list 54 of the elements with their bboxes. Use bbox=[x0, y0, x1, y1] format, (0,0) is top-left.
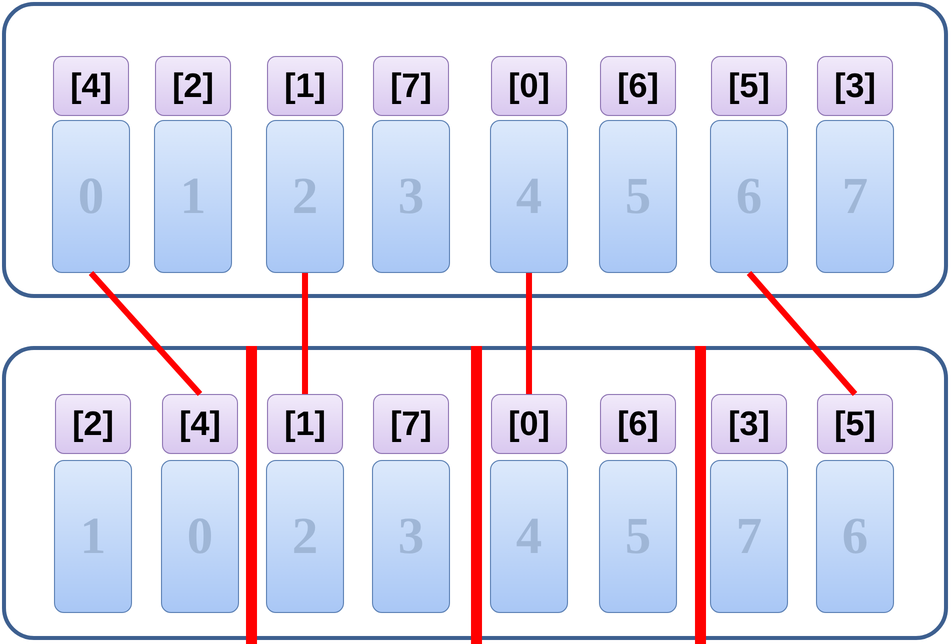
index-tag bbox=[491, 56, 567, 116]
index-label: [5] bbox=[728, 66, 770, 106]
array-cell bbox=[490, 120, 568, 273]
array-cell bbox=[54, 460, 132, 613]
index-tag bbox=[491, 394, 567, 454]
index-label: [3] bbox=[834, 66, 876, 106]
array-cell bbox=[266, 460, 344, 613]
index-label: [6] bbox=[617, 66, 659, 106]
index-tag bbox=[817, 56, 893, 116]
index-label: [0] bbox=[508, 404, 550, 444]
index-tag bbox=[600, 394, 676, 454]
index-tag bbox=[155, 56, 231, 116]
index-label: [7] bbox=[390, 404, 432, 444]
index-tag bbox=[55, 394, 131, 454]
index-tag bbox=[600, 56, 676, 116]
array-cell bbox=[161, 460, 239, 613]
connector-line bbox=[88, 271, 202, 396]
index-tag bbox=[711, 56, 787, 116]
connector-line bbox=[302, 273, 308, 394]
index-tag bbox=[267, 56, 343, 116]
index-tag bbox=[373, 56, 449, 116]
index-label: [5] bbox=[834, 404, 876, 444]
index-label: [2] bbox=[172, 66, 214, 106]
index-tag bbox=[711, 394, 787, 454]
index-tag bbox=[373, 394, 449, 454]
array-cell bbox=[599, 120, 677, 273]
array-panel bbox=[2, 346, 948, 640]
index-tag bbox=[267, 394, 343, 454]
index-label: [3] bbox=[728, 404, 770, 444]
array-cell bbox=[154, 120, 232, 273]
array-cell bbox=[266, 120, 344, 273]
connector-line bbox=[526, 273, 532, 394]
index-label: [0] bbox=[508, 66, 550, 106]
array-cell bbox=[599, 460, 677, 613]
array-cell bbox=[52, 120, 130, 273]
index-tag bbox=[53, 56, 129, 116]
index-label: [4] bbox=[179, 404, 221, 444]
index-label: [4] bbox=[70, 66, 112, 106]
index-label: [6] bbox=[617, 404, 659, 444]
array-panel bbox=[2, 2, 948, 298]
connector-line bbox=[746, 271, 858, 396]
array-cell bbox=[816, 120, 894, 273]
array-cell bbox=[490, 460, 568, 613]
array-cell bbox=[710, 460, 788, 613]
index-label: [7] bbox=[390, 66, 432, 106]
index-tag bbox=[162, 394, 238, 454]
array-cell bbox=[372, 120, 450, 273]
array-cell bbox=[372, 460, 450, 613]
array-cell bbox=[816, 460, 894, 613]
index-label: [1] bbox=[284, 404, 326, 444]
index-label: [2] bbox=[72, 404, 114, 444]
index-tag bbox=[817, 394, 893, 454]
index-label: [1] bbox=[284, 66, 326, 106]
array-cell bbox=[710, 120, 788, 273]
